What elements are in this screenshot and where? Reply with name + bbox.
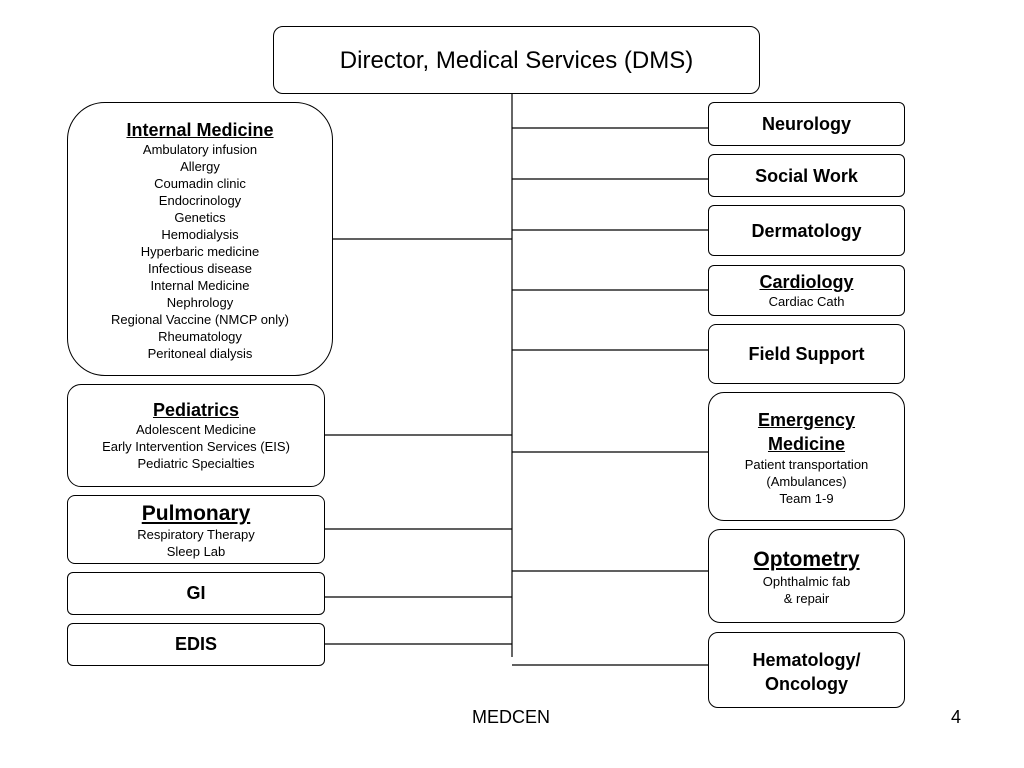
list-item: Endocrinology (158, 193, 242, 208)
list-item: Infectious disease (147, 261, 253, 276)
director-box: Director, Medical Services (DMS) (273, 26, 760, 94)
list-item: Genetics (174, 210, 226, 225)
list-item: Adolescent Medicine (136, 422, 256, 437)
optometry-title: Optometry (753, 548, 860, 571)
pediatrics-box: Pediatrics Adolescent Medicine Early Int… (67, 384, 325, 487)
emergency-medicine-title-line1: Emergency (757, 410, 856, 430)
list-item: Patient transportation (744, 457, 869, 472)
list-item: Sleep Lab (166, 544, 226, 559)
footer-center-label: MEDCEN (472, 707, 551, 727)
dermatology-title: Dermatology (751, 221, 862, 241)
list-item: Respiratory Therapy (137, 527, 255, 542)
neurology-box: Neurology (708, 102, 905, 146)
emergency-medicine-box: Emergency Medicine Patient transportatio… (708, 392, 905, 521)
pulmonary-box: Pulmonary Respiratory Therapy Sleep Lab (67, 495, 325, 564)
pulmonary-title: Pulmonary (141, 502, 251, 525)
hematology-oncology-box: Hematology/ Oncology (708, 632, 905, 708)
list-item: & repair (783, 591, 830, 606)
list-item: (Ambulances) (766, 474, 847, 489)
page-number: 4 (951, 707, 962, 727)
list-item: Ambulatory infusion (142, 142, 258, 157)
list-item: Hyperbaric medicine (140, 244, 260, 259)
director-title: Director, Medical Services (DMS) (339, 47, 694, 74)
field-support-title: Field Support (748, 344, 865, 364)
list-item: Regional Vaccine (NMCP only) (111, 312, 289, 327)
pediatrics-title: Pediatrics (152, 400, 240, 420)
dermatology-box: Dermatology (708, 205, 905, 256)
edis-title: EDIS (174, 634, 217, 654)
list-item: Cardiac Cath (768, 294, 845, 309)
list-item: Allergy (180, 159, 220, 174)
list-item: Nephrology (166, 295, 234, 310)
hematology-oncology-title-line2: Oncology (764, 674, 848, 694)
edis-box: EDIS (67, 623, 325, 666)
neurology-title: Neurology (761, 114, 851, 134)
hematology-oncology-title-line1: Hematology/ (752, 650, 861, 670)
list-item: Rheumatology (158, 329, 242, 344)
list-item: Coumadin clinic (154, 176, 246, 191)
gi-title: GI (186, 583, 206, 603)
list-item: Early Intervention Services (EIS) (102, 439, 290, 454)
list-item: Internal Medicine (150, 278, 250, 293)
internal-medicine-title: Internal Medicine (126, 120, 274, 140)
field-support-box: Field Support (708, 324, 905, 384)
emergency-medicine-title-line2: Medicine (767, 434, 846, 454)
list-item: Hemodialysis (161, 227, 239, 242)
internal-medicine-box: Internal Medicine Ambulatory infusion Al… (67, 102, 333, 376)
cardiology-box: Cardiology Cardiac Cath (708, 265, 905, 316)
cardiology-title: Cardiology (759, 272, 854, 292)
optometry-box: Optometry Ophthalmic fab & repair (708, 529, 905, 623)
social-work-title: Social Work (755, 166, 858, 186)
gi-box: GI (67, 572, 325, 615)
list-item: Ophthalmic fab (762, 574, 851, 589)
list-item: Team 1-9 (779, 491, 834, 506)
social-work-box: Social Work (708, 154, 905, 197)
list-item: Pediatric Specialties (137, 456, 255, 471)
list-item: Peritoneal dialysis (147, 346, 253, 361)
